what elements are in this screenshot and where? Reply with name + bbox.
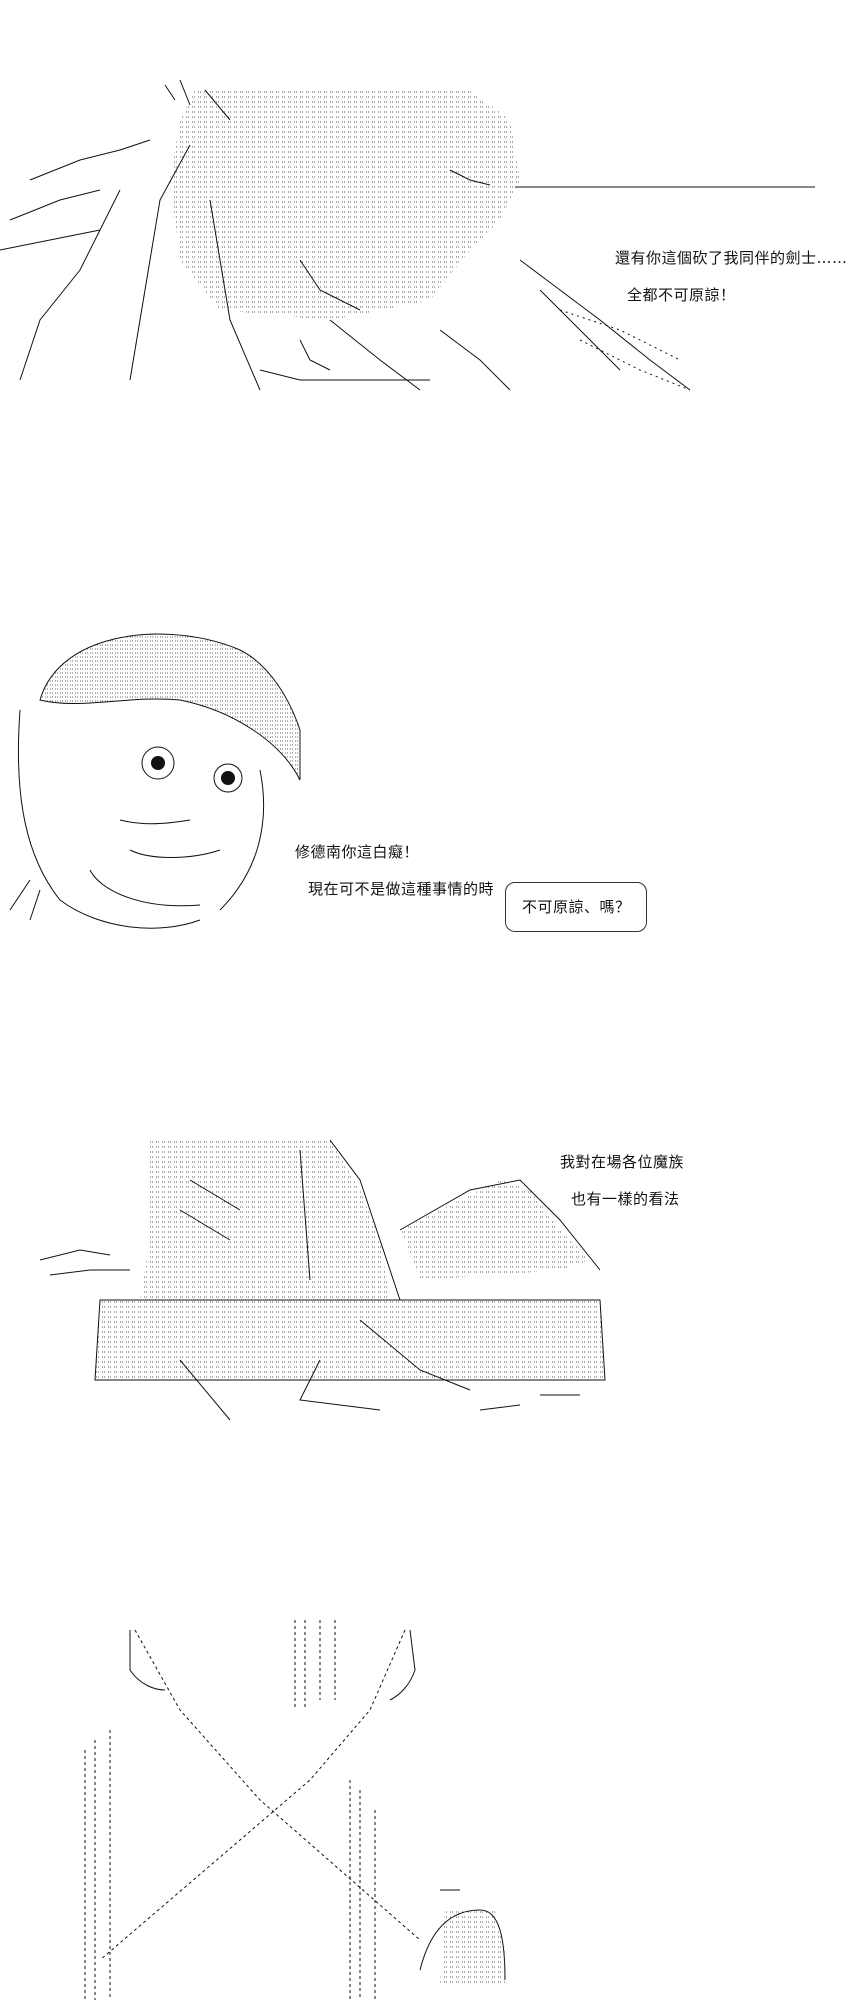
ascii-art-figure-4 bbox=[84, 1620, 506, 2000]
ascii-art-figure-3 bbox=[39, 1139, 606, 1421]
panel-2: 修德南你這白癡！ 現在可不是做這種事情的時 不可原諒、嗎？ bbox=[0, 620, 864, 940]
speech-bubble: 不可原諒、嗎？ bbox=[505, 882, 647, 932]
dialogue-line-1: 還有你這個砍了我同伴的劍士…… bbox=[615, 249, 848, 267]
panel-3: 我對在場各位魔族 也有一樣的看法 bbox=[0, 1120, 864, 1440]
bubble-text: 不可原諒、嗎？ bbox=[522, 898, 631, 916]
dialogue-line-3: 修德南你這白癡！ bbox=[295, 843, 420, 861]
dialogue-line-4: 現在可不是做這種事情的時 bbox=[308, 880, 495, 898]
ascii-art-figure-1 bbox=[0, 79, 815, 391]
dialogue-line-2: 全都不可原諒！ bbox=[627, 286, 736, 304]
ascii-art-face bbox=[9, 633, 301, 929]
dialogue-line-5: 我對在場各位魔族 bbox=[560, 1153, 685, 1171]
panel-1: 還有你這個砍了我同伴的劍士…… 全都不可原諒！ bbox=[0, 60, 864, 450]
dialogue-line-6: 也有一樣的看法 bbox=[571, 1190, 680, 1208]
panel-4 bbox=[0, 1610, 864, 2000]
